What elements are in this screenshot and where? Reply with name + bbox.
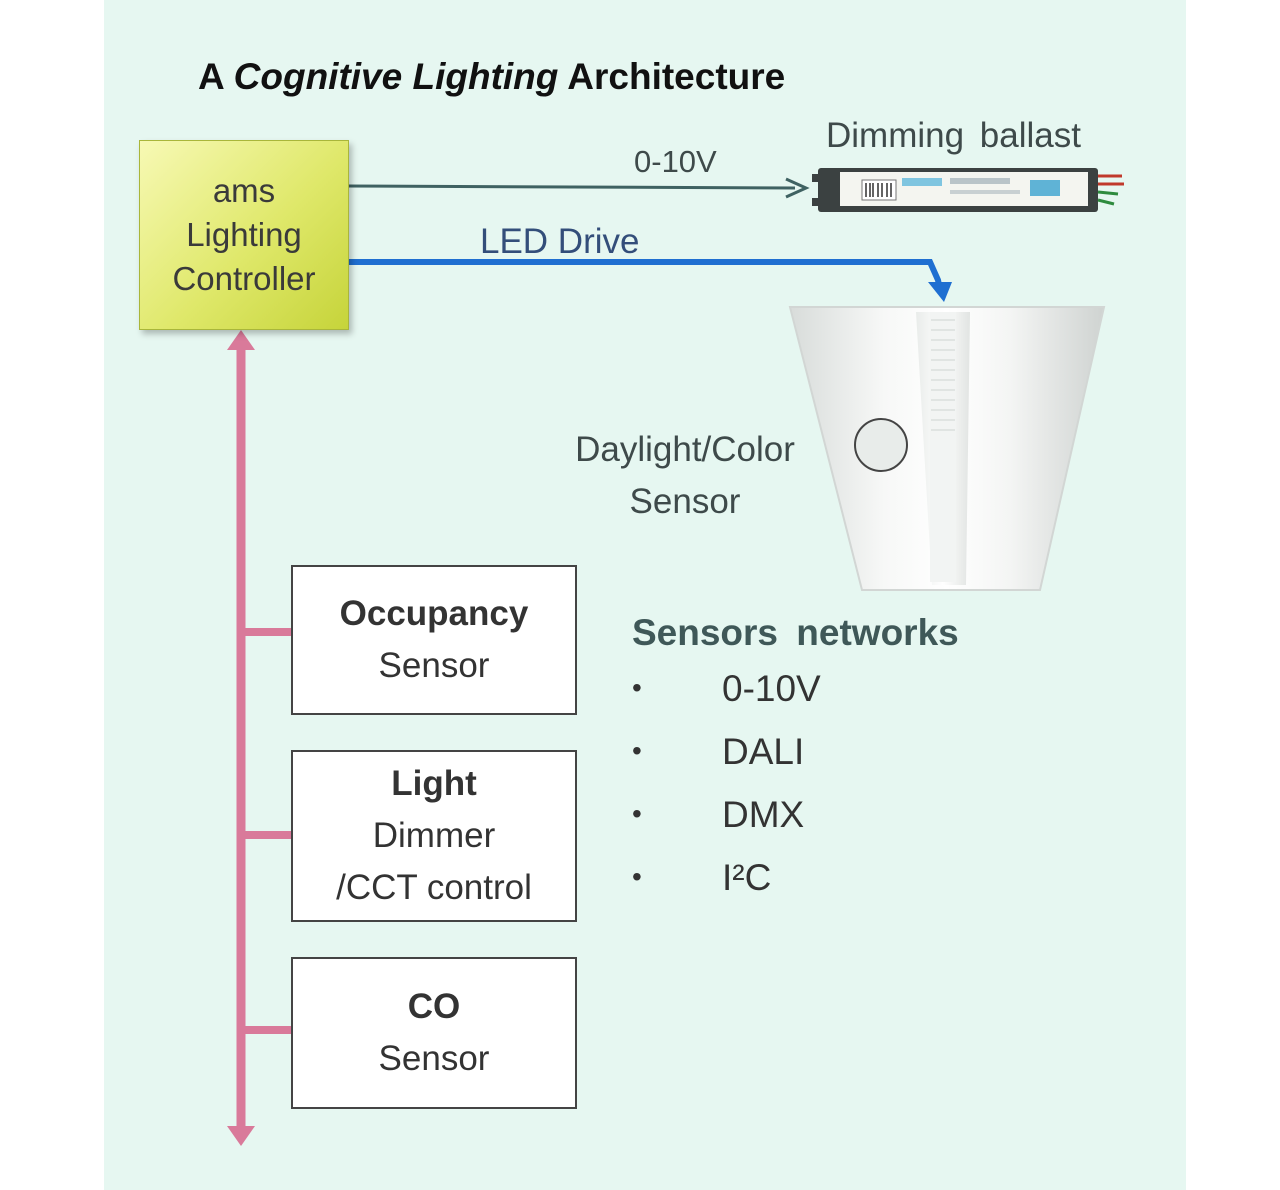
fixture-sensor-label: Daylight/Color Sensor bbox=[550, 424, 820, 528]
light-dimmer-box: Light Dimmer /CCT control bbox=[291, 750, 577, 922]
dimming-ballast-device bbox=[812, 168, 1124, 212]
co-sensor-box: CO Sensor bbox=[291, 957, 577, 1109]
list-item: •DALI bbox=[632, 731, 805, 772]
controller-line-3: Controller bbox=[172, 260, 316, 297]
sensor-title: Light bbox=[391, 764, 477, 803]
list-item: •0-10V bbox=[632, 668, 821, 709]
sensor-networks-list: Sensors networks •0-10V •DALI •DMX •I²C bbox=[632, 612, 959, 920]
controller-line-1: ams bbox=[212, 172, 276, 209]
led-drive-label: LED Drive bbox=[480, 222, 640, 261]
led-drive-arrow bbox=[347, 259, 952, 302]
list-item: •DMX bbox=[632, 794, 805, 835]
sensor-subtitle: Sensor bbox=[378, 646, 490, 685]
sensor-subtitle: Sensor bbox=[378, 1039, 490, 1078]
list-item: •I²C bbox=[632, 857, 772, 898]
controller-line-2: Lighting bbox=[186, 216, 302, 253]
dimming-signal-arrow bbox=[346, 177, 810, 199]
led-fixture bbox=[788, 306, 1106, 591]
networks-heading: Sensors networks bbox=[632, 612, 959, 653]
fixture-sensor-line-1: Daylight/Color bbox=[575, 430, 795, 469]
sensor-title: Occupancy bbox=[339, 594, 529, 633]
daylight-sensor-icon bbox=[854, 418, 908, 472]
occupancy-sensor-box: Occupancy Sensor bbox=[291, 565, 577, 715]
fixture-sensor-line-2: Sensor bbox=[629, 482, 741, 521]
sensor-subtitle: Dimmer bbox=[372, 816, 496, 855]
dimming-signal-label: 0-10V bbox=[634, 144, 717, 179]
diagram-title: A Cognitive Lighting Architecture bbox=[198, 56, 786, 97]
ballast-label: Dimming ballast bbox=[826, 116, 1081, 155]
sensor-bus bbox=[227, 330, 255, 1146]
lighting-controller: ams Lighting Controller bbox=[139, 140, 349, 330]
sensor-title: CO bbox=[407, 987, 461, 1026]
sensor-subtitle-2: /CCT control bbox=[336, 868, 532, 907]
